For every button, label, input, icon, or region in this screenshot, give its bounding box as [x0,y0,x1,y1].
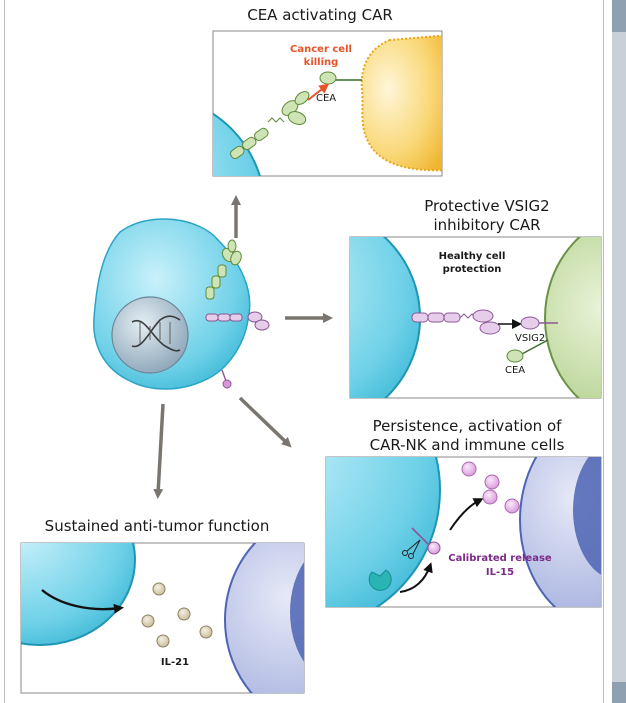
diffusion-arrow-icon [449,498,484,531]
panel-vsig2 [349,236,602,399]
healthy-protection-line2: protection [442,264,502,275]
vsig2-panel-title-line1: Protective VSIG2 [424,197,550,215]
il21-immune-cell [224,543,304,693]
cea-antigen-label: CEA [316,93,337,104]
il21-nk-cell [21,543,136,646]
panel-il15 [325,456,602,608]
il15-nk-cell [326,457,441,607]
central-cea-car-receptor [205,239,242,300]
killing-arrow-icon [307,83,330,101]
il15-panel-title-line1: Persistence, activation of [372,417,562,435]
cea-nk-cell [213,112,261,176]
cancer-cell-killing-label: Cancer cell killing [290,44,352,68]
central-vsig2-icar-receptor [205,311,270,331]
il15-panel-title-line2: CAR-NK and immune cells [369,436,565,454]
cea-antigen-icon [319,71,337,85]
frame-left-border [4,0,5,703]
scissors-icon [402,539,421,559]
il15-particle [461,461,477,477]
vsig2-panel-cea-label: CEA [505,365,526,376]
il15-particle [484,474,500,490]
il21-particle [156,634,170,648]
healthy-cell [544,237,601,398]
central-il15-dot [222,379,232,389]
dna-helix-icon [131,315,181,352]
vsig2-panel-cea-antigen-icon [506,349,524,363]
il21-particle [177,607,191,621]
arrow-to-il15-panel [238,396,292,448]
panel-cea [212,30,443,177]
il21-immune-nucleus [290,562,304,662]
release-arrow-icon [399,562,433,593]
il15-particle [504,498,520,514]
vsig2-antigen-icon [520,316,540,330]
vsig2-icar-receptor [411,309,501,335]
il21-particle [199,625,213,639]
il21-particle [152,582,166,596]
gray-arrows [153,195,333,499]
cea-panel-title: CEA activating CAR [247,6,393,24]
central-il15-tether [221,369,227,382]
il15-immune-nucleus [573,457,601,575]
cea-car-receptor [230,91,310,160]
vsig2-antigen-label: VSIG2 [515,333,546,344]
frame-right-border [603,0,604,703]
il21-particle [141,614,155,628]
arrow-to-il21-panel [153,403,165,499]
il15-particle [482,489,498,505]
healthy-protection-line1: Healthy cell [438,251,506,262]
cea-tumor-cell [360,34,442,172]
side-scroll-thumb [612,32,626,682]
il21-secretion-arrow-icon [41,589,124,614]
il21-panel-title: Sustained anti-tumor function [44,517,270,535]
calibrated-release-line2: IL-15 [485,567,515,578]
tethered-il15-icon [427,541,441,555]
il21-label: IL-21 [160,657,190,668]
vsig2-panel-title-line2: inhibitory CAR [433,216,541,234]
central-car-nk-cell [93,218,270,390]
panel-il21 [20,542,305,694]
protease-icon [368,569,392,591]
calibrated-release-line1: Calibrated release [448,553,552,564]
